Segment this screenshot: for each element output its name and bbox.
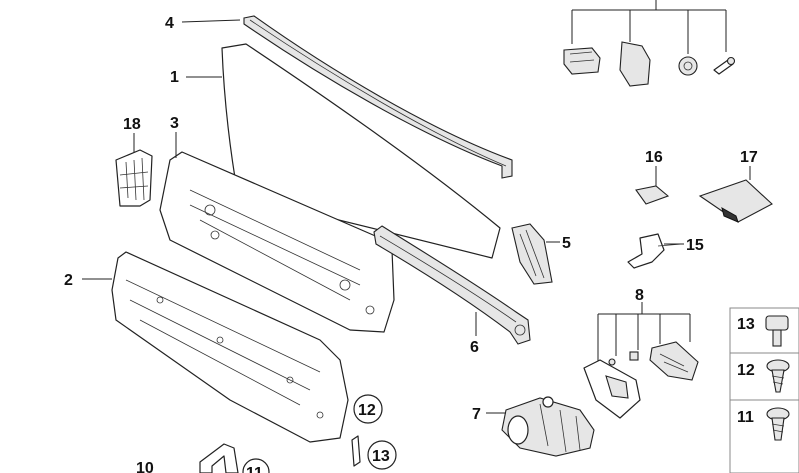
callout-3: 3 — [170, 115, 179, 132]
clip-set-group — [571, 0, 727, 54]
sensor-bracket-part[interactable] — [627, 233, 683, 269]
guide-rail-part[interactable] — [373, 225, 531, 345]
callout-2: 2 — [64, 272, 73, 289]
upper-frame-panel-part[interactable] — [159, 151, 395, 333]
callout-1: 1 — [170, 69, 179, 86]
label-part[interactable] — [635, 185, 670, 205]
window-bracket-part[interactable] — [511, 223, 553, 285]
leader-4 — [181, 19, 241, 23]
clip-part[interactable] — [563, 47, 601, 75]
callout-7: 7 — [472, 406, 481, 423]
callout-12: 12 — [358, 402, 376, 419]
fastener-legend — [729, 307, 799, 473]
callout-circle-12: 12 — [353, 394, 383, 424]
nut-part[interactable] — [678, 56, 698, 76]
lock-set-group — [597, 302, 691, 366]
callout-13: 13 — [372, 448, 390, 465]
legend-11: 11 — [737, 409, 754, 426]
clip-spring-part[interactable] — [351, 435, 361, 467]
callout-6: 6 — [470, 339, 479, 356]
screw-part[interactable] — [713, 56, 736, 75]
lock-screw-part[interactable] — [608, 358, 616, 366]
callout-4: 4 — [165, 15, 174, 32]
callout-circle-13: 13 — [367, 440, 397, 470]
callout-17: 17 — [740, 149, 758, 166]
holder-part[interactable] — [619, 41, 651, 87]
bolt-icon[interactable] — [765, 315, 789, 347]
callout-10: 10 — [136, 460, 154, 473]
callout-18: 18 — [123, 116, 141, 133]
window-seal-strip-part[interactable] — [243, 15, 513, 179]
lock-clip-part[interactable] — [629, 351, 639, 361]
cover-grille-part[interactable] — [115, 149, 153, 207]
callout-16: 16 — [645, 149, 663, 166]
lower-bracket-part[interactable] — [199, 443, 239, 473]
callout-circle-11 — [242, 458, 270, 473]
legend-13: 13 — [737, 316, 755, 333]
clip-screw-icon[interactable] — [766, 407, 790, 441]
callout-5: 5 — [562, 235, 571, 252]
callout-15: 15 — [686, 237, 704, 254]
pad-part[interactable] — [698, 179, 773, 223]
lock-latch-part[interactable] — [649, 341, 699, 381]
screw-icon[interactable] — [766, 359, 790, 393]
callout-8: 8 — [635, 287, 644, 304]
drive-motor-part[interactable] — [501, 396, 595, 457]
lower-frame-member-part[interactable] — [111, 251, 349, 443]
lock-plate-part[interactable] — [583, 359, 641, 419]
callout-11: 11 — [246, 465, 263, 473]
legend-12: 12 — [737, 362, 755, 379]
